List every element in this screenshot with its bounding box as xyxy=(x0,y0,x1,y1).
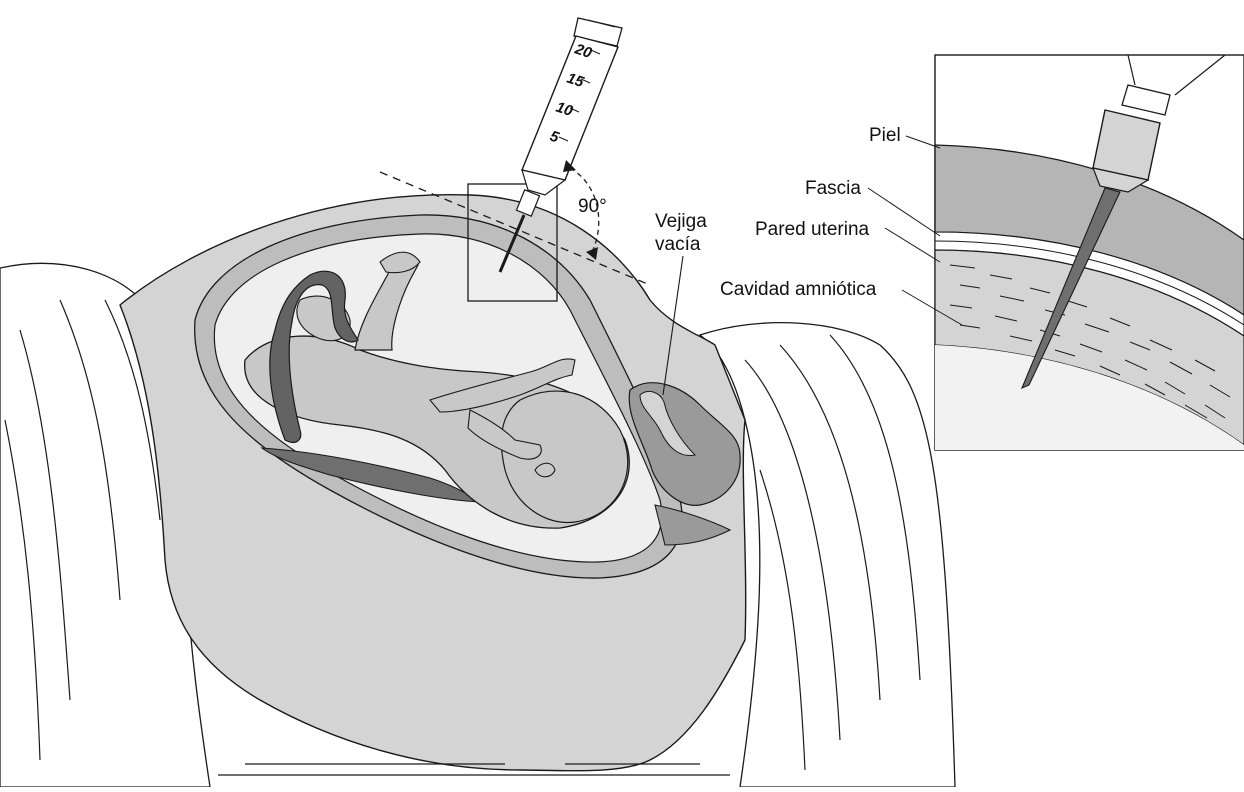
bladder-label-line1: Vejiga xyxy=(655,211,707,232)
label-piel: Piel xyxy=(869,125,901,146)
label-fascia: Fascia xyxy=(805,178,861,199)
leader-pared-uterina xyxy=(885,228,940,262)
label-cavidad-amniotica: Cavidad amniótica xyxy=(720,279,877,300)
leader-fascia xyxy=(868,188,940,236)
bladder-label-line2: vacía xyxy=(655,234,701,255)
label-pared-uterina: Pared uterina xyxy=(755,219,870,240)
angle-label: 90° xyxy=(578,196,607,217)
inset-detail xyxy=(935,55,1244,450)
